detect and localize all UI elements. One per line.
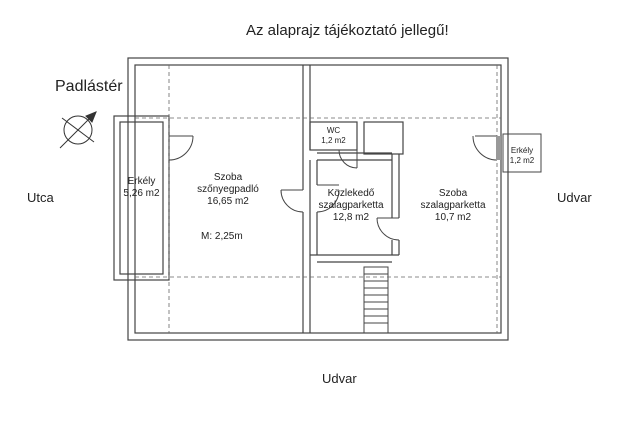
hall-area: 12,8 m2 [332,212,370,223]
hall-floor: szalagparketta [318,200,384,211]
room-left-area: 16,65 m2 [207,196,249,207]
wc-label: WC 1,2 m2 [312,126,355,146]
balcony-left-label: Erkély 5,26 m2 [120,176,163,200]
wc-area: 1,2 m2 [321,136,346,145]
attic-label: Padlástér [55,78,123,95]
room-right-name: Szoba [438,188,468,199]
room-left-height: M: 2,25m [201,231,243,242]
disclaimer-notice: Az alaprajz tájékoztató jellegű! [246,22,449,39]
balcony-left-name: Erkély [127,176,156,187]
room-right-floor: szalagparketta [420,200,486,211]
hall-name: Közlekedő [327,188,375,199]
balcony-right-label: Erkély 1,2 m2 [504,146,540,166]
balcony-right [502,133,542,173]
room-right-label: Szoba szalagparketta 10,7 m2 [410,188,496,224]
street-label: Utca [27,190,54,205]
room-left-label: Szoba szőnyegpadló 16,65 m2 [180,172,276,208]
hall-label: Közlekedő szalagparketta 12,8 m2 [312,188,390,224]
compass-icon [59,111,97,149]
doors [168,135,501,241]
balcony-right-name: Erkély [510,146,534,155]
staircase [363,266,389,334]
room-left-name: Szoba [213,172,243,183]
room-right-area: 10,7 m2 [434,212,472,223]
outer-walls [127,57,509,341]
yard-bottom-label: Udvar [322,371,357,386]
room-left-floor: szőnyegpadló [197,184,259,195]
balcony-left-area: 5,26 m2 [123,188,160,199]
balcony-right-area: 1,2 m2 [509,156,535,165]
roof-slope-lines [135,65,501,333]
inner-walls [302,65,404,333]
wc-name: WC [326,126,341,135]
yard-right-label: Udvar [557,190,592,205]
